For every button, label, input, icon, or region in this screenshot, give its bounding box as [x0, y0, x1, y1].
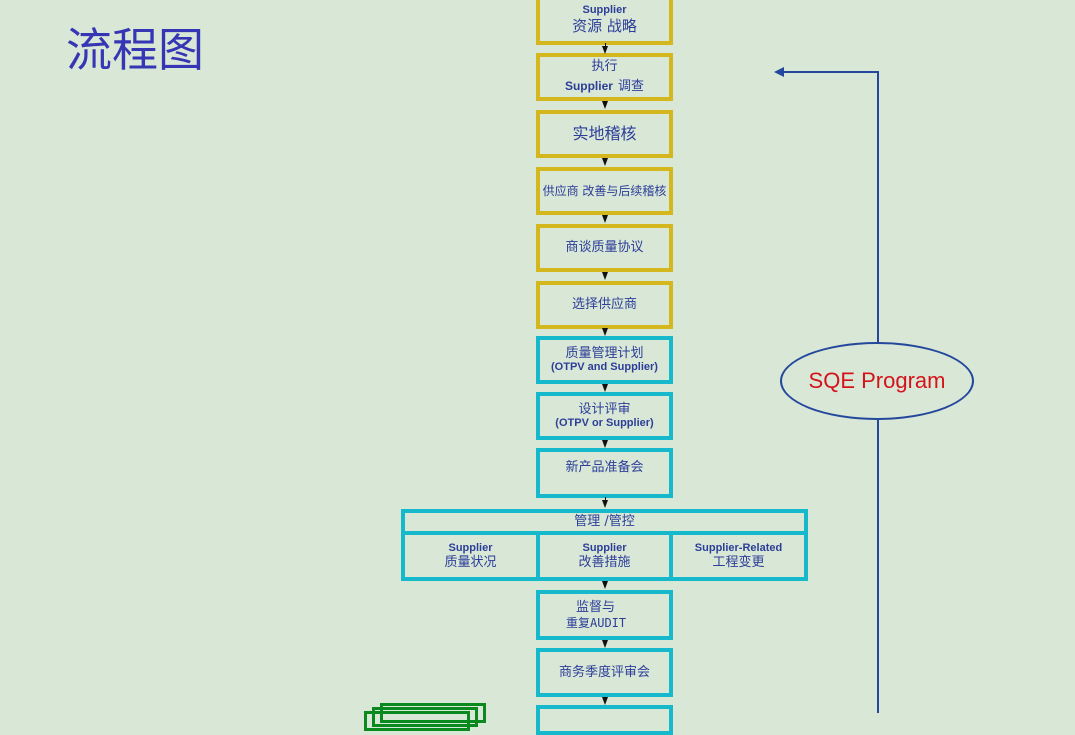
arrow-9 — [602, 500, 608, 508]
step-8-zh: 设计评审 — [578, 401, 631, 417]
step-11-zh2: 重复AUDIT — [566, 615, 627, 630]
step-quality-agreement[interactable]: 商谈质量协议 — [536, 224, 673, 272]
mgmt-col-1-en: Supplier — [448, 541, 493, 554]
step-12-zh: 商务季度评审会 — [558, 664, 650, 680]
step-2-zh2: 调查 — [618, 79, 645, 94]
step-select-supplier[interactable]: 选择供应商 — [536, 281, 673, 329]
step-1-en: Supplier — [582, 3, 627, 16]
arrow-7 — [602, 384, 608, 392]
step-new-product-meeting[interactable]: 新产品准备会 — [536, 448, 673, 498]
mgmt-col-2-en: Supplier — [582, 541, 627, 554]
mgmt-col-3-zh: 工程变更 — [712, 554, 765, 570]
arrow-2 — [602, 101, 608, 109]
arrow-6 — [602, 328, 608, 336]
step-3-zh: 实地稽核 — [572, 124, 637, 144]
mgmt-col-engineering-change[interactable]: Supplier-Related 工程变更 — [669, 531, 808, 581]
loop-line-top — [780, 71, 879, 73]
step-supplier-improvement[interactable]: 供应商 改善与后续稽核 — [536, 167, 673, 215]
arrow-3 — [602, 158, 608, 166]
step-design-review[interactable]: 设计评审 (OTPV or Supplier) — [536, 392, 673, 440]
sqe-program-label: SQE Program — [808, 368, 946, 393]
mgmt-col-3-en: Supplier-Related — [694, 541, 783, 554]
step-7-zh: 质量管理计划 — [565, 345, 644, 361]
arrow-1 — [602, 46, 608, 54]
step-quality-plan[interactable]: 质量管理计划 (OTPV and Supplier) — [536, 336, 673, 384]
step-9-zh: 新产品准备会 — [565, 460, 644, 475]
arrow-4 — [602, 215, 608, 223]
step-1-zh: 资源 战略 — [572, 17, 637, 36]
green-stack-shape-3 — [364, 711, 470, 731]
arrow-5 — [602, 272, 608, 280]
connector-9 — [605, 497, 606, 501]
page-title: 流程图 — [66, 23, 204, 77]
mgmt-col-1-zh: 质量状况 — [444, 554, 497, 570]
arrow-12 — [602, 697, 608, 705]
step-11-zh1: 监督与 — [576, 600, 616, 615]
mgmt-col-2-zh: 改善措施 — [578, 554, 631, 570]
step-monitor-audit[interactable]: 监督与 重复AUDIT — [536, 590, 673, 640]
step-onsite-audit[interactable]: 实地稽核 — [536, 110, 673, 158]
mgmt-col-improvement[interactable]: Supplier 改善措施 — [536, 531, 673, 581]
step-2-en: Supplier — [564, 79, 613, 93]
step-4-zh: 供应商 改善与后续稽核 — [542, 183, 667, 198]
arrow-8 — [602, 440, 608, 448]
step-7-en: (OTPV and Supplier) — [551, 361, 658, 374]
step-10-header: 管理 /管控 — [574, 514, 635, 530]
step-quarterly-review[interactable]: 商务季度评审会 — [536, 648, 673, 697]
step-2-zh1: 执行 — [591, 59, 618, 75]
arrow-10 — [602, 581, 608, 589]
step-supplier-sourcing-strategy[interactable]: Supplier 资源 战略 — [536, 0, 673, 45]
step-6-zh: 选择供应商 — [571, 297, 637, 313]
mgmt-col-quality-status[interactable]: Supplier 质量状况 — [401, 531, 540, 581]
step-execute-supplier-survey[interactable]: 执行 Supplier 调查 — [536, 53, 673, 101]
step-8-en: (OTPV or Supplier) — [555, 417, 654, 430]
step-5-zh: 商谈质量协议 — [565, 240, 644, 256]
arrow-11 — [602, 640, 608, 648]
loop-return-arrow — [774, 67, 784, 77]
sqe-program-ellipse[interactable]: SQE Program — [780, 342, 974, 420]
step-next[interactable] — [536, 705, 673, 735]
